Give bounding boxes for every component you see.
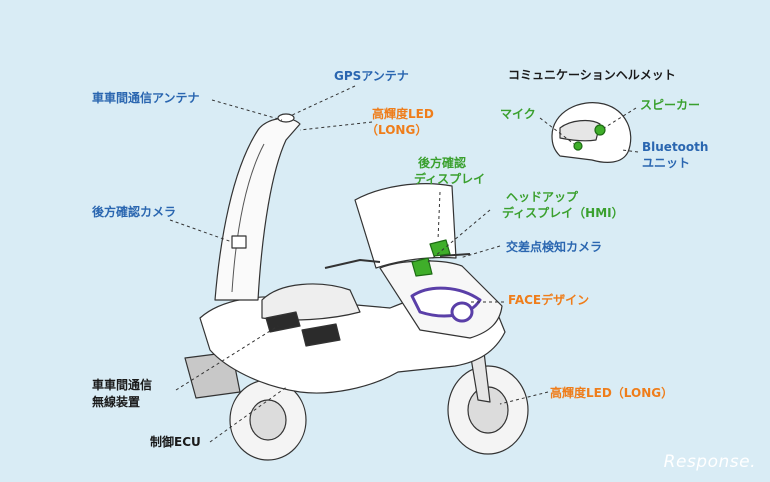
leader-v2v-radio [175, 325, 279, 391]
helmet-mic [573, 141, 583, 151]
leader-gps [289, 85, 356, 117]
label-face-design: FACEデザイン [508, 293, 590, 307]
label-v2v-radio-line2: 無線装置 [92, 395, 141, 409]
label-ecu: 制御ECU [150, 435, 201, 449]
rear-view-display-panel [429, 239, 451, 257]
label-v2v-antenna: 車車間通信アンテナ [92, 91, 200, 105]
label-hud-line1: ヘッドアップ [506, 190, 579, 204]
label-intersection-camera: 交差点検知カメラ [506, 240, 603, 254]
label-rear-display-line1: 後方確認 [418, 156, 467, 170]
label-rear-camera: 後方確認カメラ [92, 205, 177, 219]
label-rear-display-line2: ディスプレイ [414, 172, 486, 186]
leader-v2v-antenna [211, 99, 283, 121]
label-bluetooth-line1: Bluetooth [642, 140, 709, 154]
helmet-speaker [594, 124, 606, 136]
label-helmet-title: コミュニケーションヘルメット [508, 68, 676, 82]
seat [261, 283, 361, 321]
rear-canopy [214, 117, 301, 301]
leader-led-top [299, 121, 373, 131]
leader-ecu [209, 385, 289, 443]
leader-intersection-cam [459, 245, 501, 259]
v2v-radio-unit-b [301, 323, 341, 347]
label-bluetooth-line2: ユニット [642, 156, 691, 170]
label-mic: マイク [500, 107, 536, 121]
label-gps-antenna: GPSアンテナ [334, 69, 409, 83]
label-v2v-radio-line1: 車車間通信 [92, 378, 153, 392]
label-hi-led-bottom: 高輝度LED（LONG） [550, 386, 674, 400]
label-speaker: スピーカー [640, 98, 701, 112]
response-watermark: Response. [663, 452, 756, 472]
leader-hud [427, 209, 491, 263]
hud-display-panel [411, 257, 433, 277]
label-hi-led-top-line2: （LONG） [366, 123, 428, 137]
leader-led-bottom [499, 391, 549, 405]
leader-mic [539, 117, 575, 145]
leader-rear-camera [169, 219, 233, 243]
leader-speaker [603, 107, 637, 129]
label-hi-led-top-line1: 高輝度LED [372, 107, 434, 121]
rear-camera-box [231, 235, 247, 249]
leader-bluetooth [621, 149, 639, 153]
label-hud-line2: ディスプレイ（HMI） [502, 206, 624, 220]
v2v-radio-unit-a [265, 311, 301, 333]
leader-rear-display [437, 191, 441, 241]
